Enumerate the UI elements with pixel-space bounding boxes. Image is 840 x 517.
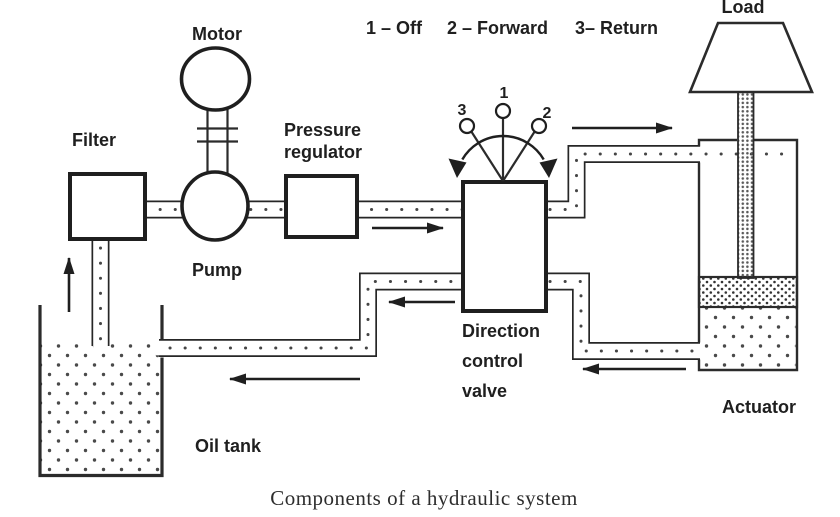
valve-to-actuator-bottom-pipe <box>544 272 704 360</box>
dial-arc-arrowhead-right <box>539 158 558 178</box>
actuator <box>697 91 799 372</box>
motor-circle <box>179 46 252 112</box>
filter-label: Filter <box>72 130 116 150</box>
dial-lever-2 <box>502 130 536 182</box>
pump-label: Pump <box>192 260 242 280</box>
pressure-regulator-label-line2: regulator <box>284 142 362 162</box>
oil-tank-label: Oil tank <box>195 436 262 456</box>
tank-return-pipe <box>156 272 472 357</box>
dial-knob-3 <box>458 117 476 135</box>
dial-knob-1 <box>494 102 512 120</box>
tank-return-pipe-bore <box>156 274 472 356</box>
oil-tank <box>38 305 164 478</box>
load-label: Load <box>722 0 765 17</box>
valve-selector-dial: 3 1 2 <box>448 85 558 182</box>
direction-control-valve-box <box>461 180 548 313</box>
legend-item-return: 3– Return <box>575 18 658 38</box>
load-shape <box>688 21 814 94</box>
filter-box <box>68 172 147 241</box>
actuator-label: Actuator <box>722 397 796 417</box>
valve-to-actuator-top-pipe-wall <box>544 145 702 219</box>
actuator-walls <box>697 138 799 372</box>
valve-to-actuator-top-pipe-bore <box>544 146 702 217</box>
tank-return-pipe-wall <box>159 272 472 357</box>
valve-to-actuator-bottom-pipe-dots <box>548 280 704 353</box>
dial-position-label-2: 2 <box>543 105 552 122</box>
dial-lever-3 <box>470 130 504 182</box>
motor-label: Motor <box>192 24 242 44</box>
dial-rotation-arc <box>461 134 545 161</box>
pressure-regulator-label-line1: Pressure <box>284 120 361 140</box>
direction-control-valve-label-line3: valve <box>462 381 507 401</box>
legend-item-forward: 2 – Forward <box>447 18 548 38</box>
dial-knob-2 <box>530 117 548 135</box>
valve-to-actuator-bottom-pipe-wall <box>544 272 702 360</box>
actuator-oil-fill <box>701 307 796 369</box>
dial-arc-arrowhead-left <box>448 158 467 178</box>
piston <box>697 275 799 309</box>
tank-return-pipe-dots <box>157 280 468 350</box>
pump-circle <box>180 170 250 242</box>
diagram-caption: Components of a hydraulic system <box>270 486 578 510</box>
valve-to-actuator-bottom-pipe-bore <box>544 274 702 359</box>
dial-position-label-3: 3 <box>458 102 467 119</box>
direction-control-valve-label-line1: Direction <box>462 321 540 341</box>
piston-rod <box>737 91 755 279</box>
valve-to-actuator-top-pipe <box>544 145 704 219</box>
direction-control-valve-label-line2: control <box>462 351 523 371</box>
dial-position-label-1: 1 <box>500 85 509 102</box>
legend-item-off: 1 – Off <box>366 18 423 38</box>
pressure-regulator-box <box>284 174 359 239</box>
oil-tank-walls <box>38 305 164 478</box>
oil-fill <box>41 344 161 475</box>
